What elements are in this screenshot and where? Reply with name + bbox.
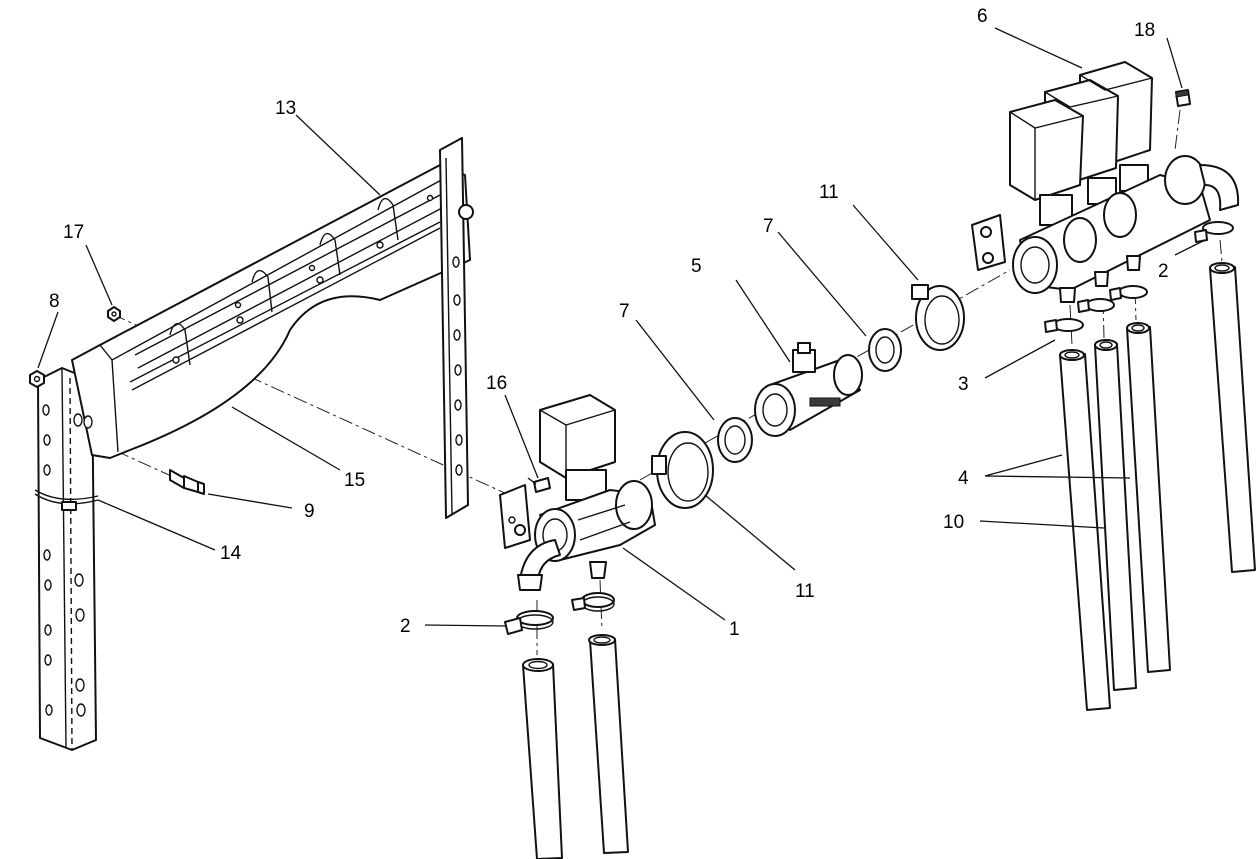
callout-4: 4 [958,468,969,489]
fitting [1175,89,1191,107]
callout-5: 5 [691,256,702,277]
callout-17: 17 [63,222,84,243]
small-nut [107,306,121,322]
callout-2-left: 2 [400,616,411,637]
callout-2-right: 2 [1158,261,1169,282]
hose-front-right [588,634,629,854]
mounting-bolt [527,477,551,493]
leader-lines [37,27,1206,627]
nut [29,370,45,388]
union-clamp-upper [911,284,965,351]
flow-meter [754,342,863,437]
vertical-post [37,367,97,751]
callout-6: 6 [977,6,988,27]
callout-13: 13 [275,98,296,119]
callout-3: 3 [958,374,969,395]
hose-clamp-middle [571,592,615,612]
callout-1: 1 [729,619,740,640]
o-ring-lower [717,417,753,463]
hose-front-left [522,658,563,859]
callout-18: 18 [1134,20,1155,41]
single-valve-assembly [499,394,656,591]
union-clamp-lower [651,431,714,509]
callout-15: 15 [344,470,365,491]
o-ring-upper [868,328,902,372]
hose-clamp-left [504,610,554,635]
cable-tie [34,489,99,511]
boom-bracket [71,164,471,459]
manifold-hose-clamps [1044,221,1234,333]
hex-bolt [169,469,205,495]
callout-11-lower: 11 [795,581,815,602]
callout-labels: 1 2 2 3 4 5 6 7 7 8 9 10 11 11 13 14 15 … [49,6,1169,640]
callout-7-lower: 7 [619,301,630,322]
callout-9: 9 [304,501,315,522]
manifold-hoses [1059,262,1256,711]
triple-valve-manifold [971,61,1240,303]
callout-7-upper: 7 [763,216,774,237]
callout-11-upper: 11 [819,182,839,203]
callout-14: 14 [220,543,242,564]
callout-16: 16 [486,373,507,394]
bracket-plate [439,137,474,519]
callout-8: 8 [49,291,60,312]
callout-10: 10 [943,512,964,533]
